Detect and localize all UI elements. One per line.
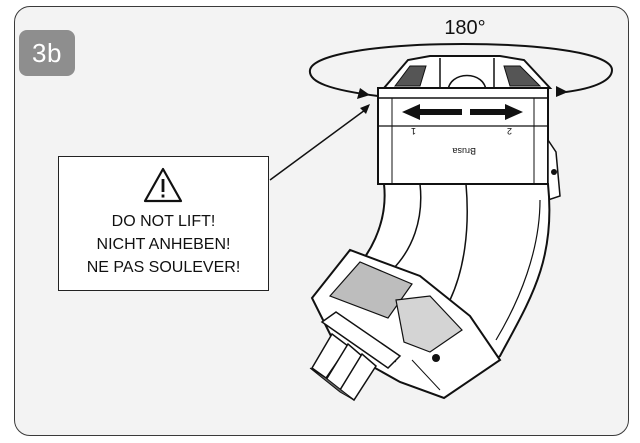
- warning-line-fr: NE PAS SOULEVER!: [86, 259, 241, 276]
- warning-triangle-icon: [143, 167, 183, 203]
- rotation-arc-left: [308, 42, 614, 97]
- rotation-arrowhead-left: [357, 88, 370, 99]
- warning-leader-line: [269, 109, 366, 181]
- warning-text: DO NOT LIFT! NICHT ANHEBEN! NE PAS SOULE…: [59, 210, 268, 279]
- mount-screw-icon: [432, 354, 440, 362]
- arrow-right-icon: [470, 104, 523, 120]
- warning-line-en: DO NOT LIFT!: [111, 213, 216, 230]
- warning-line-de: NICHT ANHEBEN!: [96, 236, 231, 253]
- warning-box: DO NOT LIFT! NICHT ANHEBEN! NE PAS SOULE…: [58, 156, 269, 291]
- screw-icon: [551, 169, 557, 175]
- step-label: 3b: [32, 37, 62, 68]
- connector-flange: [320, 311, 402, 369]
- arrow-left-icon: [402, 104, 462, 120]
- connector-housing: [377, 87, 549, 185]
- leader-arrowhead-icon: [360, 104, 370, 114]
- rotation-angle-label: 180°: [444, 17, 486, 39]
- step-badge: 3b: [19, 30, 75, 76]
- arrow-left-number: 1: [411, 126, 416, 136]
- contact-pins: [309, 332, 377, 402]
- rotation-arrowhead-right: [556, 86, 568, 97]
- arrow-right-number: 2: [507, 126, 512, 136]
- brand-logo-text: Brusa: [452, 146, 476, 156]
